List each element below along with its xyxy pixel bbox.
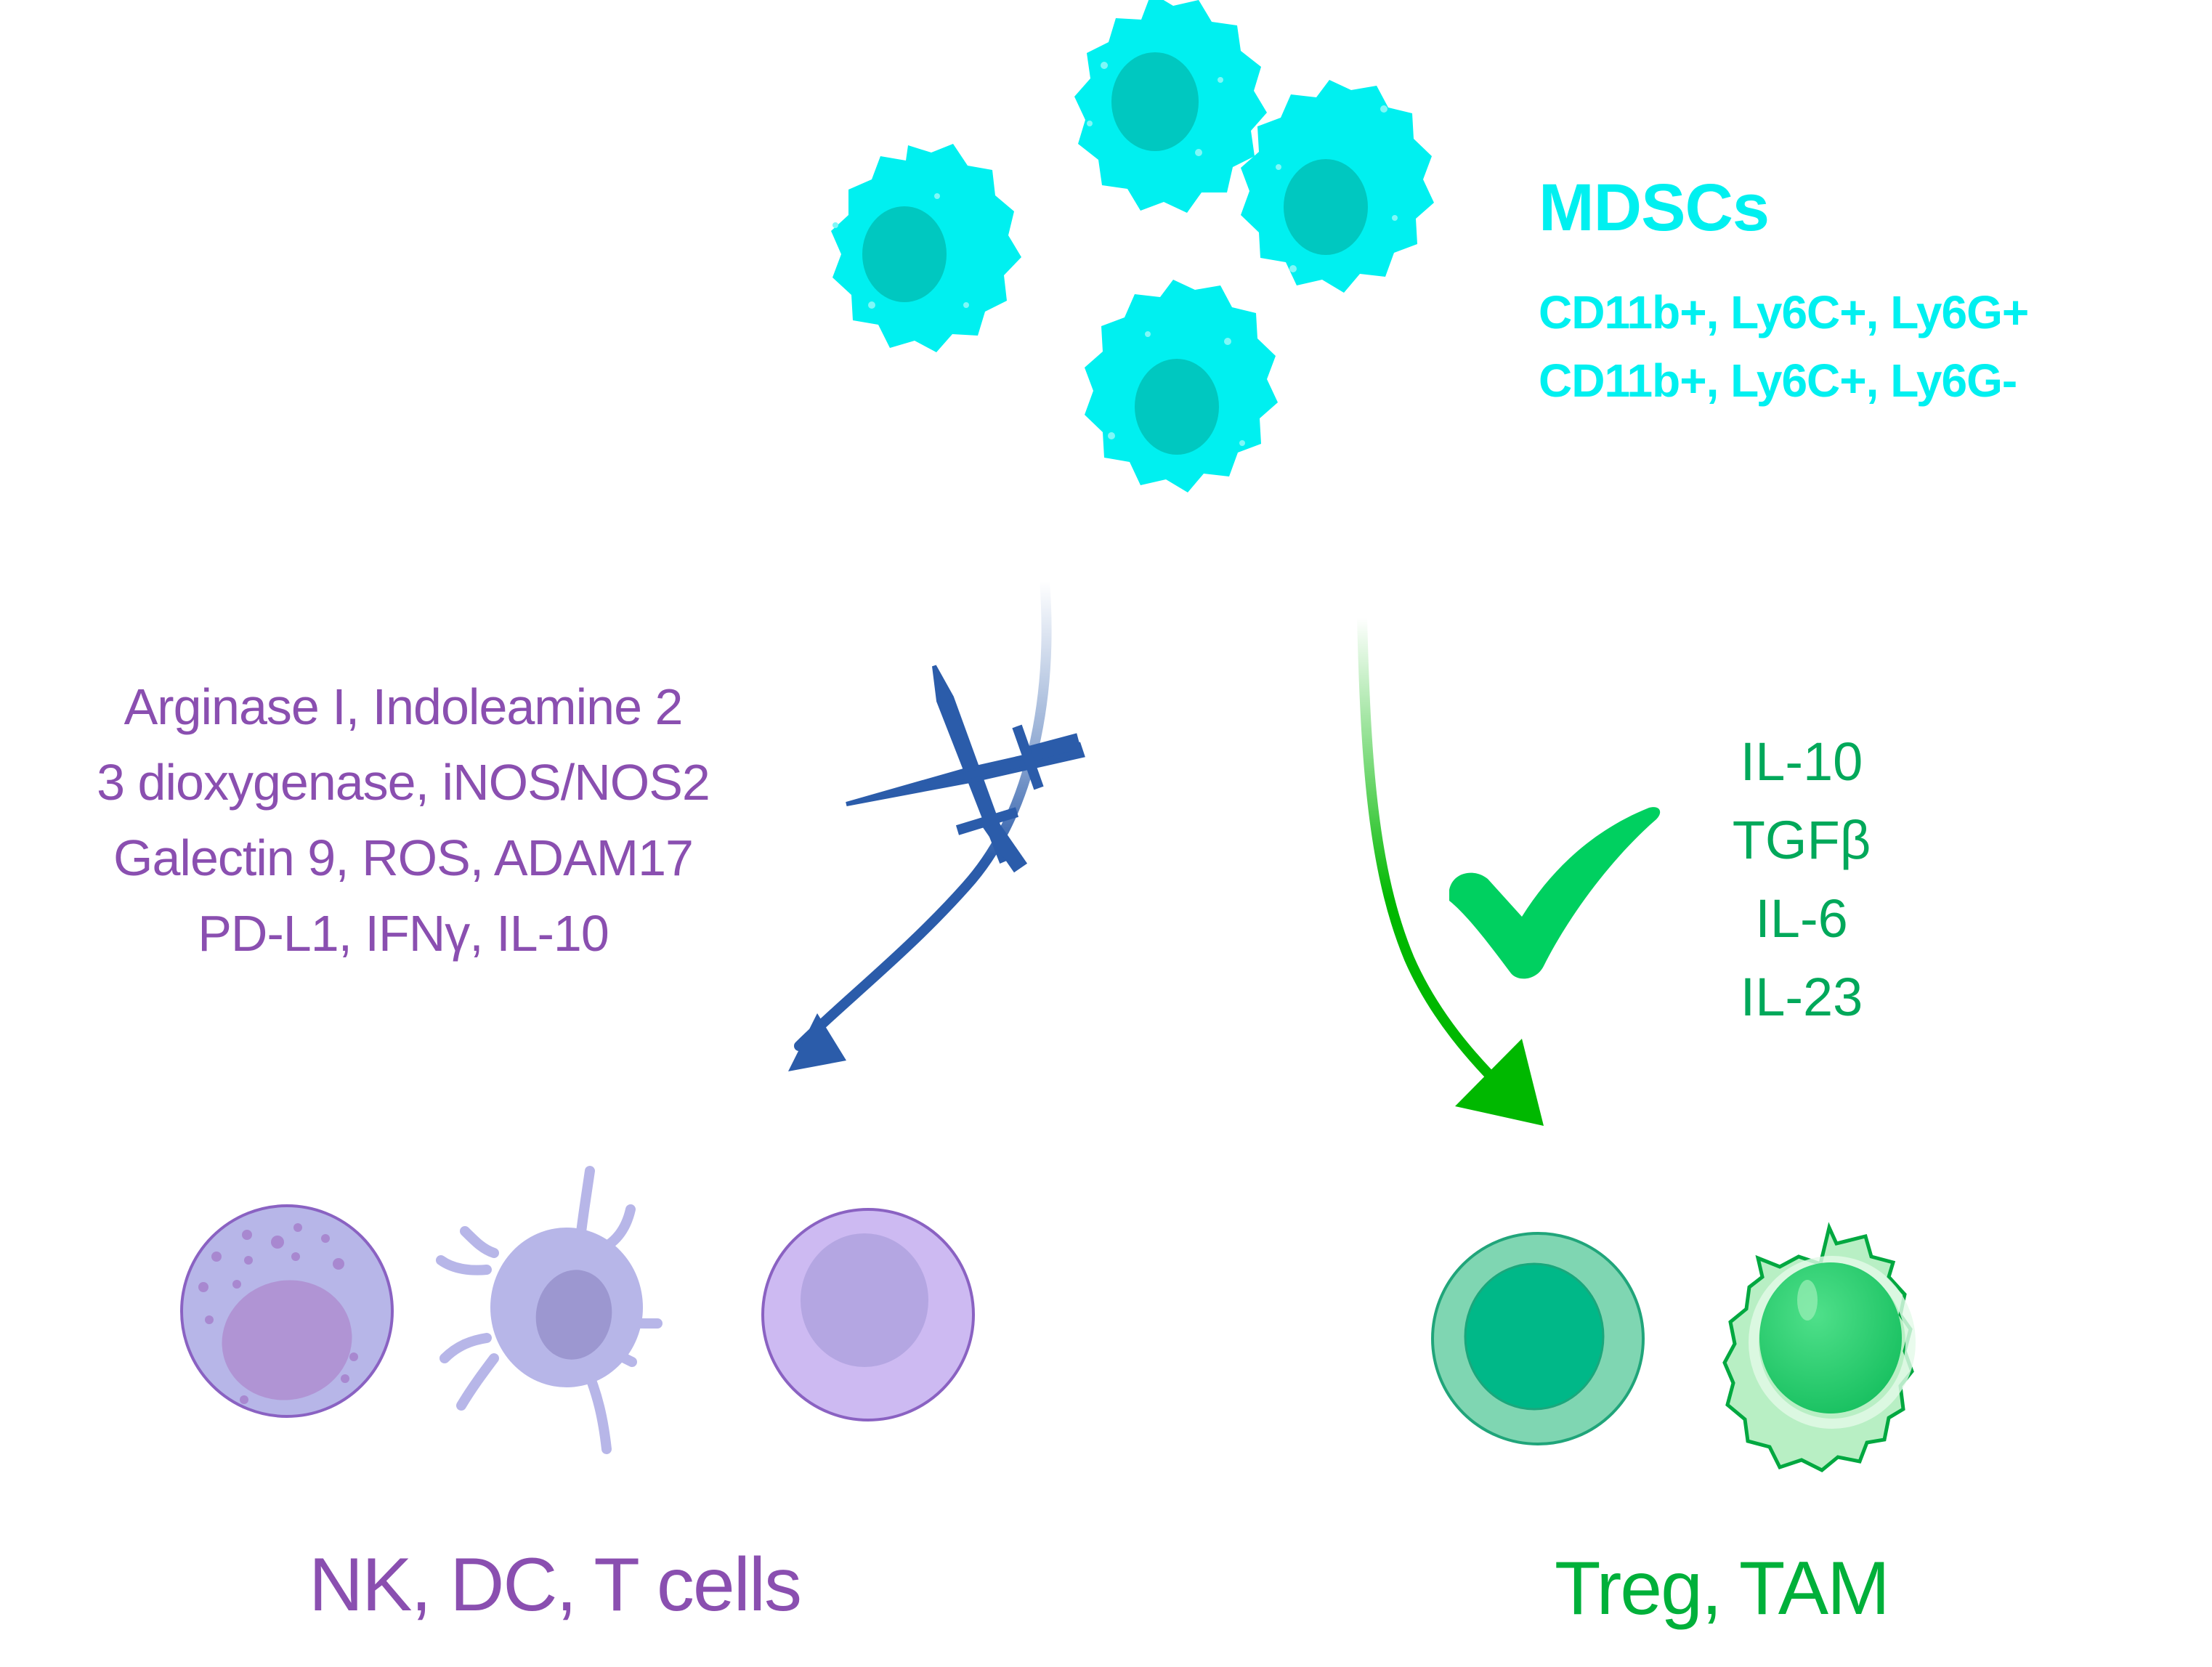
mdsc-title: MDSCs: [1539, 171, 1770, 245]
suppressive-mediator-line: Galectin 9, ROS, ADAM17: [113, 830, 694, 886]
dendritic-cell-icon: [436, 1166, 663, 1454]
suppressive-mediator-line: Arginase I, Indoleamine 2: [123, 678, 684, 735]
crossed-swords-icon: [846, 665, 1085, 873]
checkmark-icon: [1449, 807, 1661, 979]
mdsc-cell-icon: [1241, 80, 1434, 293]
mdsc-cell-cluster: [831, 0, 1434, 492]
promoted-cells-label: Treg, TAM: [1555, 1546, 1890, 1631]
mdsc-cell-icon: [1074, 0, 1267, 213]
promoting-cytokine: IL-23: [1740, 967, 1863, 1027]
inhibited-cells-label: NK, DC, T cells: [309, 1543, 802, 1627]
mdsc-cell-icon: [1085, 280, 1278, 492]
promotion-arrow: [1357, 612, 1544, 1126]
tam-cell-icon: [1722, 1222, 1916, 1472]
mdsc-marker-profile: CD11b+, Ly6C+, Ly6G+: [1539, 286, 2029, 338]
suppressive-mediator-line: PD-L1, IFNγ, IL-10: [198, 905, 609, 962]
nk-cell-icon: [180, 1204, 394, 1418]
mdsc-cell-icon: [831, 144, 1021, 352]
treg-cell-icon: [1431, 1232, 1645, 1445]
inhibition-arrow: [788, 576, 1052, 1071]
suppressive-mediator-line: 3 dioxygenase, iNOS/NOS2: [97, 754, 710, 811]
t-cell-icon: [761, 1208, 975, 1421]
promoting-cytokine: IL-6: [1755, 888, 1848, 949]
promoting-cytokine: IL-10: [1740, 731, 1863, 792]
promoting-cytokine: TGFβ: [1732, 810, 1871, 870]
mdsc-marker-profile: CD11b+, Ly6C+, Ly6G-: [1539, 354, 2017, 407]
